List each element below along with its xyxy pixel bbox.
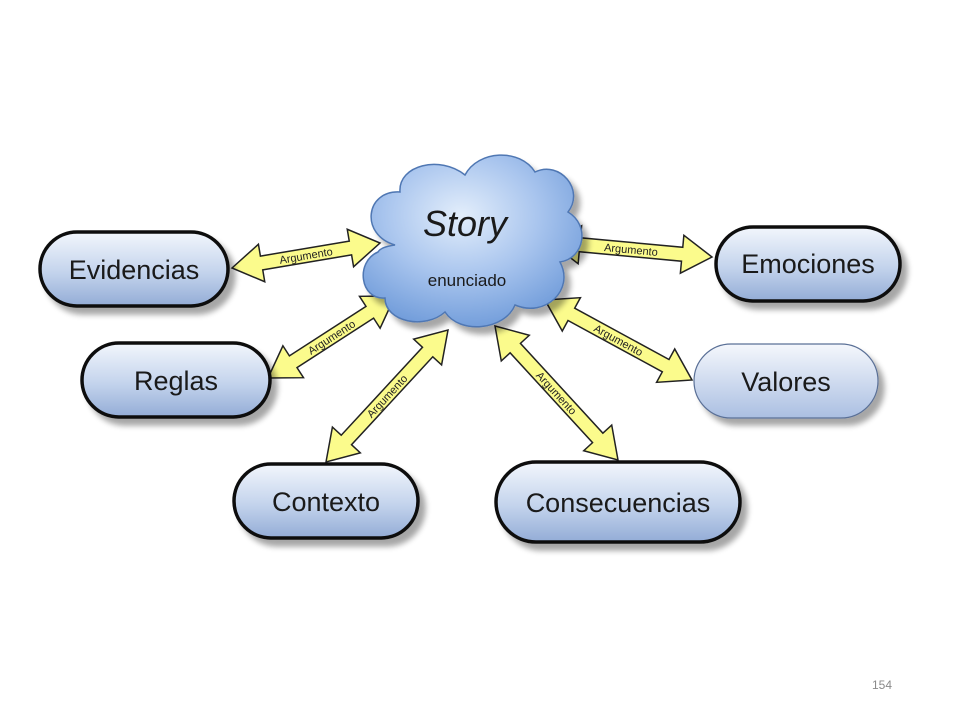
node-evidencias bbox=[38, 230, 230, 308]
node-valores-label: Valores bbox=[741, 367, 831, 397]
node-consecuencias bbox=[494, 460, 742, 544]
cloud-shape bbox=[362, 154, 583, 328]
node-emociones-shape bbox=[714, 225, 902, 303]
node-reglas-label: Reglas bbox=[134, 366, 218, 396]
argument-arrow-shape-consecuencias bbox=[494, 324, 619, 462]
node-evidencias-shape bbox=[38, 230, 230, 308]
node-reglas-shape bbox=[80, 341, 272, 419]
argument-label-reglas: Argumento bbox=[306, 318, 358, 357]
story-cloud bbox=[362, 154, 583, 328]
argument-arrow-evidencias: Argumento bbox=[230, 228, 382, 283]
node-consecuencias-shape bbox=[494, 460, 742, 544]
node-emociones-label: Emociones bbox=[741, 249, 875, 279]
argument-arrow-shape-contexto bbox=[325, 328, 449, 464]
argument-arrow-valores: Argumento bbox=[543, 296, 694, 384]
node-emociones bbox=[714, 225, 902, 303]
argument-arrow-shape-evidencias bbox=[230, 228, 382, 283]
node-contexto bbox=[232, 462, 420, 540]
node-valores-shape bbox=[693, 343, 879, 419]
node-contexto-shape bbox=[232, 462, 420, 540]
node-reglas bbox=[80, 341, 272, 419]
argument-label-consecuencias: Argumento bbox=[533, 370, 578, 418]
argument-label-contexto: Argumento bbox=[365, 373, 410, 421]
node-evidencias-label: Evidencias bbox=[69, 255, 200, 285]
node-valores bbox=[693, 343, 879, 419]
center-title: Story bbox=[423, 203, 509, 244]
center-subtitle: enunciado bbox=[428, 271, 506, 290]
argument-label-emociones: Argumento bbox=[604, 242, 659, 259]
argument-label-valores: Argumento bbox=[592, 323, 645, 359]
node-consecuencias-label: Consecuencias bbox=[526, 488, 711, 518]
node-contexto-label: Contexto bbox=[272, 487, 380, 517]
page-number: 154 bbox=[872, 678, 893, 692]
argument-arrow-shape-valores bbox=[543, 296, 694, 384]
